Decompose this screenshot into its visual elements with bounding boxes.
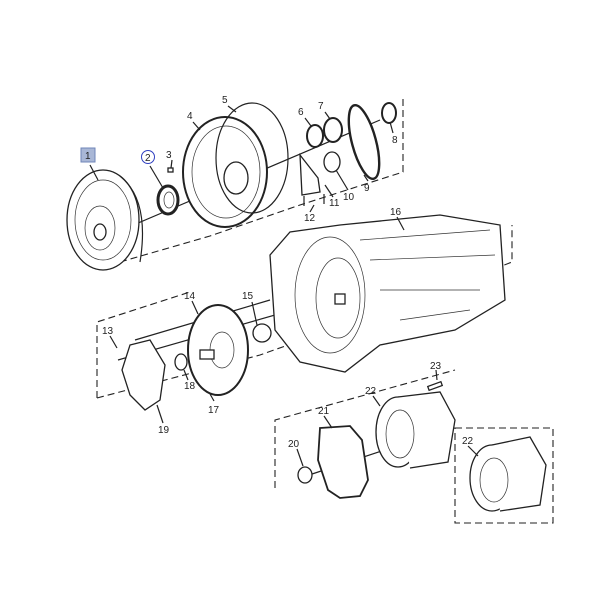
callout-12[interactable]: 12 [304, 213, 316, 224]
callout-2[interactable]: 2 [145, 153, 151, 164]
o-ring-small-part [381, 102, 397, 124]
seal-part [156, 184, 180, 216]
callout-8[interactable]: 8 [392, 135, 398, 146]
clutch-housing-part [375, 391, 456, 469]
callout-7[interactable]: 7 [318, 101, 324, 112]
callout-14[interactable]: 14 [184, 291, 196, 302]
callout-21[interactable]: 21 [318, 406, 330, 417]
adapter-part [323, 117, 343, 143]
assembly-frame-middle [96, 291, 191, 398]
callout-1-highlight [80, 147, 96, 163]
callout-18[interactable]: 18 [184, 381, 196, 392]
callout-2-circle [141, 150, 155, 164]
o-ring-part [215, 102, 289, 214]
callout-19[interactable]: 19 [158, 425, 170, 436]
o-ring-pump-part [174, 353, 188, 371]
torque-converter-part [66, 169, 143, 271]
callout-17[interactable]: 17 [208, 405, 220, 416]
bolt-part [167, 167, 174, 173]
callout-9[interactable]: 9 [364, 183, 370, 194]
clutch-housing-inset-part [469, 436, 547, 512]
chain-seal-part [347, 103, 381, 181]
inset-frame [454, 427, 554, 524]
callout-22[interactable]: 22 [365, 386, 377, 397]
flexplate-part [182, 116, 268, 228]
callout-6[interactable]: 6 [298, 107, 304, 118]
callout-4[interactable]: 4 [187, 111, 193, 122]
gear-part [323, 151, 341, 173]
callout-10[interactable]: 10 [343, 192, 355, 203]
cover-gasket-part [317, 425, 369, 499]
oil-pump-part [187, 304, 249, 396]
pump-gasket-part [121, 339, 166, 411]
washer-part [297, 466, 313, 484]
callout-11[interactable]: 11 [329, 198, 340, 209]
transmission-case-part [269, 214, 506, 373]
callout-13[interactable]: 13 [102, 326, 114, 337]
callout-20[interactable]: 20 [288, 439, 300, 450]
bolt-part [426, 380, 444, 392]
callout-5[interactable]: 5 [222, 95, 228, 106]
leader-lines [89, 105, 479, 467]
shield-part [299, 152, 321, 196]
callout-22-inset[interactable]: 22 [462, 436, 474, 447]
assembly-frame-lower [274, 369, 456, 488]
callout-15[interactable]: 15 [242, 291, 254, 302]
seal-ring-part [306, 124, 324, 148]
bushing-part [252, 323, 272, 343]
assembly-frame-upper [119, 98, 404, 263]
callout-1[interactable]: 1 [85, 151, 91, 162]
callout-23[interactable]: 23 [430, 361, 442, 372]
callout-16[interactable]: 16 [390, 207, 402, 218]
callout-3[interactable]: 3 [166, 150, 172, 161]
